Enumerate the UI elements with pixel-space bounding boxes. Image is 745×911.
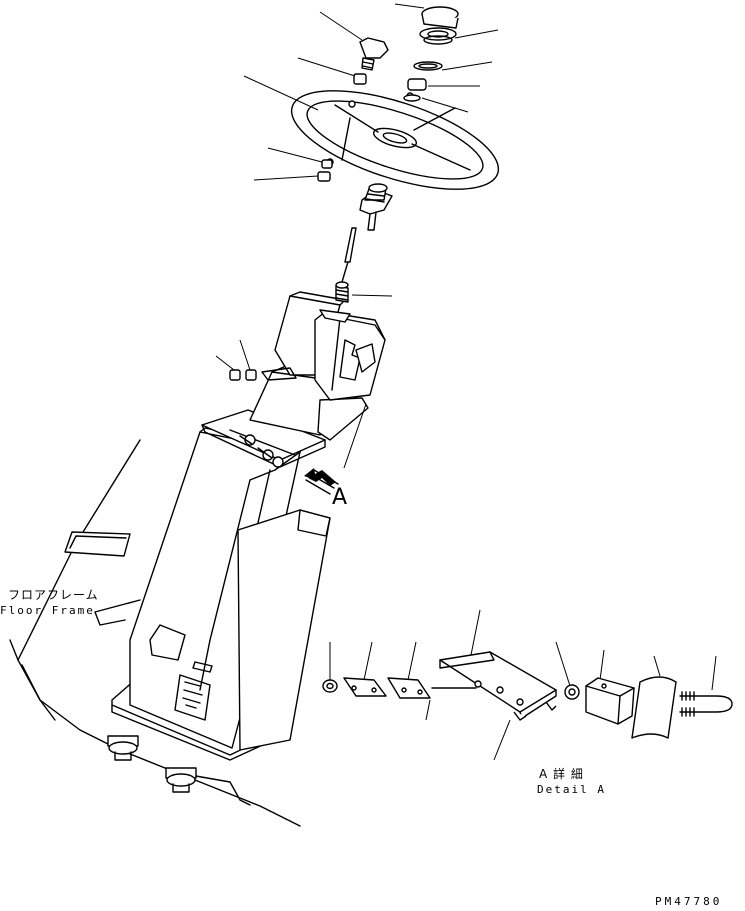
detail-a-parts bbox=[322, 609, 733, 761]
mount-front-left bbox=[107, 735, 139, 761]
floor-frame-label-jp: フロアフレーム bbox=[8, 588, 99, 602]
detail-a-label-en: Detail A bbox=[537, 783, 606, 796]
detail-a-label-jp: A 詳 細 bbox=[539, 767, 584, 781]
drawing-number: PM47780 bbox=[655, 895, 723, 908]
horn-button-assembly bbox=[403, 6, 459, 102]
view-arrow-a bbox=[304, 468, 339, 495]
column-top-bracket bbox=[201, 409, 326, 468]
floor-frame-label-en: Floor Frame bbox=[0, 604, 95, 617]
lower-column-housing bbox=[129, 427, 331, 751]
view-arrow-label: A bbox=[332, 485, 348, 510]
floor-frame-opening bbox=[64, 531, 131, 557]
tilt-lever-nuts bbox=[229, 367, 297, 381]
mount-front-right bbox=[165, 767, 197, 793]
tilt-column-housing bbox=[249, 281, 386, 441]
leader-lines bbox=[215, 3, 499, 469]
steering-wheel bbox=[290, 90, 500, 190]
steering-shaft bbox=[341, 183, 393, 283]
floor-frame bbox=[9, 439, 301, 827]
spinner-knob-assembly bbox=[317, 37, 389, 182]
